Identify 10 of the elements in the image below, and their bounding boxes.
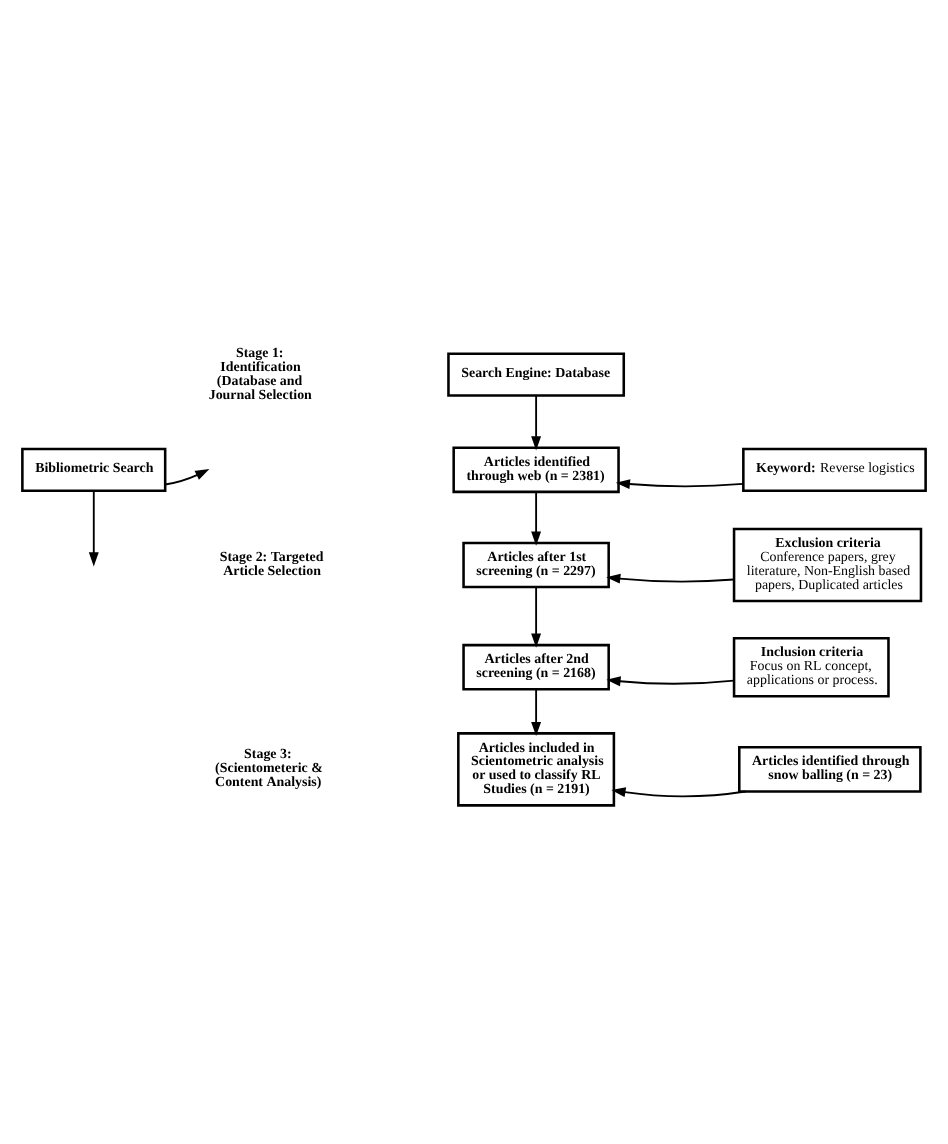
arrow — [606, 573, 735, 584]
arrow — [531, 586, 542, 648]
arrow — [531, 395, 542, 451]
arrow — [611, 787, 747, 798]
arrow — [531, 688, 542, 737]
arrow — [164, 468, 210, 486]
arrow — [615, 479, 744, 490]
arrow — [531, 491, 542, 546]
arrow — [88, 490, 99, 567]
arrow — [606, 676, 735, 687]
